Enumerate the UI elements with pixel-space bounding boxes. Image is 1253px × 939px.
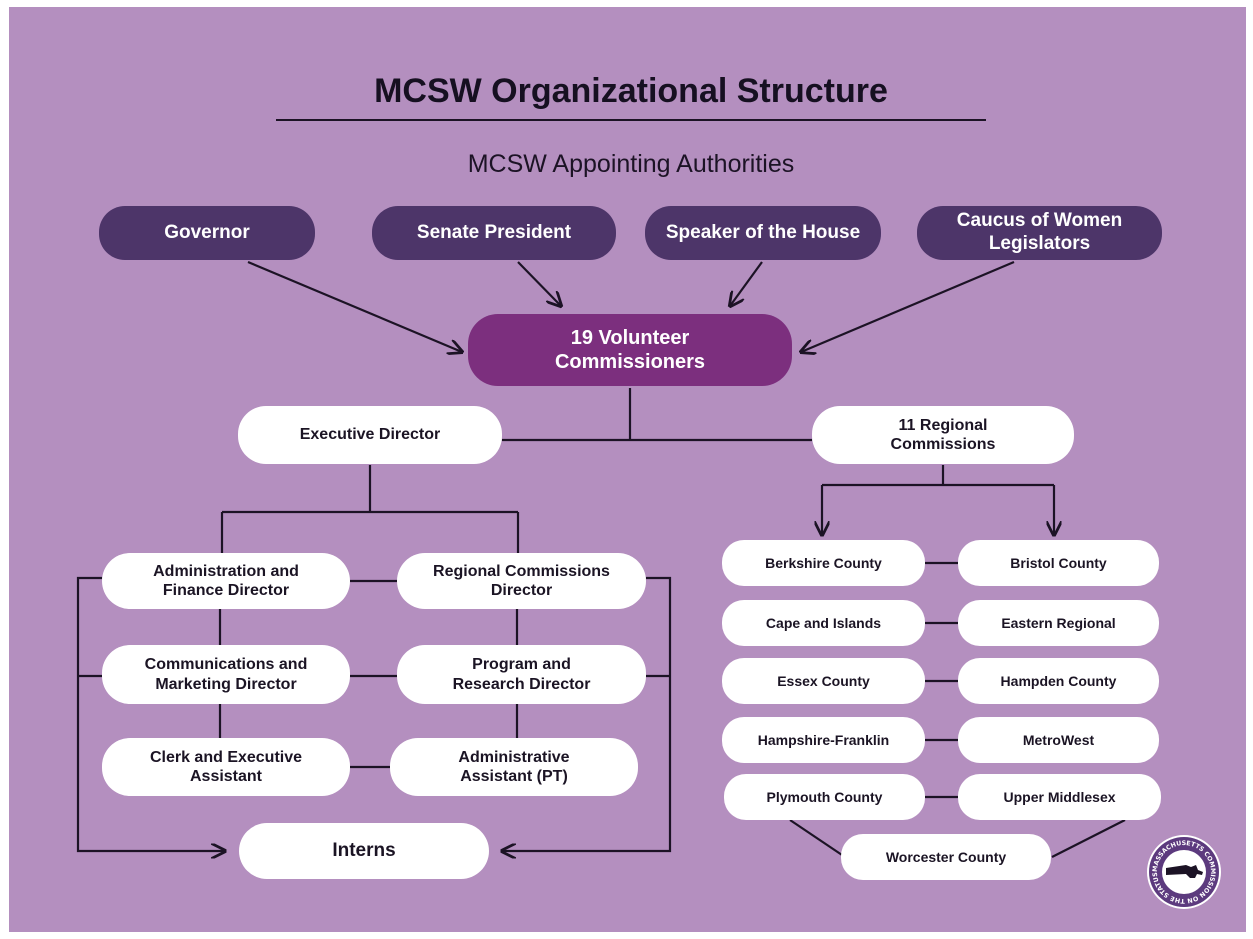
mcsw-seal-logo: MASSACHUSETTS COMMISSION ON THE STATUS O… [1146, 834, 1221, 909]
node-plymouth-county: Plymouth County [724, 774, 925, 820]
massachusetts-map-icon [1166, 865, 1203, 878]
node-governor: Governor [99, 206, 315, 260]
node-metrowest: MetroWest [958, 717, 1159, 763]
node-senate-president: Senate President [372, 206, 616, 260]
subtitle: MCSW Appointing Authorities [467, 150, 795, 178]
node-speaker-of-the-house: Speaker of the House [645, 206, 881, 260]
node-hampshire-franklin: Hampshire-Franklin [722, 717, 925, 763]
node-regional-commissions-director: Regional Commissions Director [397, 553, 646, 609]
node-cape-and-islands: Cape and Islands [722, 600, 925, 646]
node-executive-director: Executive Director [238, 406, 502, 464]
title-underline [276, 119, 986, 121]
node-hampden-county: Hampden County [958, 658, 1159, 704]
node-communications-director: Communications and Marketing Director [102, 645, 350, 704]
node-essex-county: Essex County [722, 658, 925, 704]
node-berkshire-county: Berkshire County [722, 540, 925, 586]
node-clerk-executive-assistant: Clerk and Executive Assistant [102, 738, 350, 796]
node-interns: Interns [239, 823, 489, 879]
node-worcester-county: Worcester County [841, 834, 1051, 880]
page-title: MCSW Organizational Structure [374, 72, 888, 110]
node-volunteer-commissioners: 19 Volunteer Commissioners [468, 314, 792, 386]
node-caucus-of-women-legislators: Caucus of Women Legislators [917, 206, 1162, 260]
node-upper-middlesex: Upper Middlesex [958, 774, 1161, 820]
node-bristol-county: Bristol County [958, 540, 1159, 586]
node-admin-finance-director: Administration and Finance Director [102, 553, 350, 609]
node-eastern-regional: Eastern Regional [958, 600, 1159, 646]
node-regional-commissions: 11 Regional Commissions [812, 406, 1074, 464]
node-administrative-assistant: Administrative Assistant (PT) [390, 738, 638, 796]
node-program-research-director: Program and Research Director [397, 645, 646, 704]
